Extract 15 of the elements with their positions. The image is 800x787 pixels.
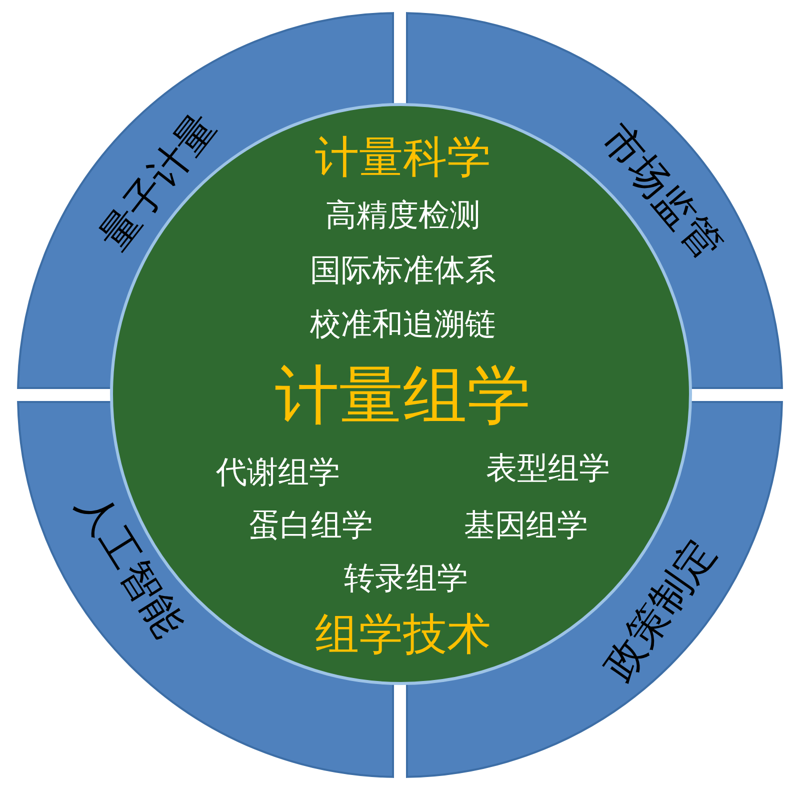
segment-label: 政策制定 (598, 533, 722, 687)
circle-text: 高精度检测 (326, 200, 480, 232)
segment-label: 市场监管 (595, 118, 729, 266)
circle-text: 代谢组学 (216, 458, 340, 488)
circle-text: 国际标准体系 (310, 256, 496, 286)
circle-text: 蛋白组学 (249, 510, 373, 542)
circle-text: 校准和追溯链 (310, 310, 496, 340)
circle-title: 计量组学 (275, 364, 531, 428)
circle-heading: 计量科学 (315, 136, 491, 180)
circle-heading: 组学技术 (315, 613, 491, 657)
circle-text: 基因组学 (464, 510, 588, 542)
circle-text: 转录组学 (344, 564, 468, 594)
segment-label: 人工智能 (70, 486, 190, 644)
circle-text: 表型组学 (486, 454, 610, 484)
segment-label: 量子计量 (92, 106, 224, 258)
